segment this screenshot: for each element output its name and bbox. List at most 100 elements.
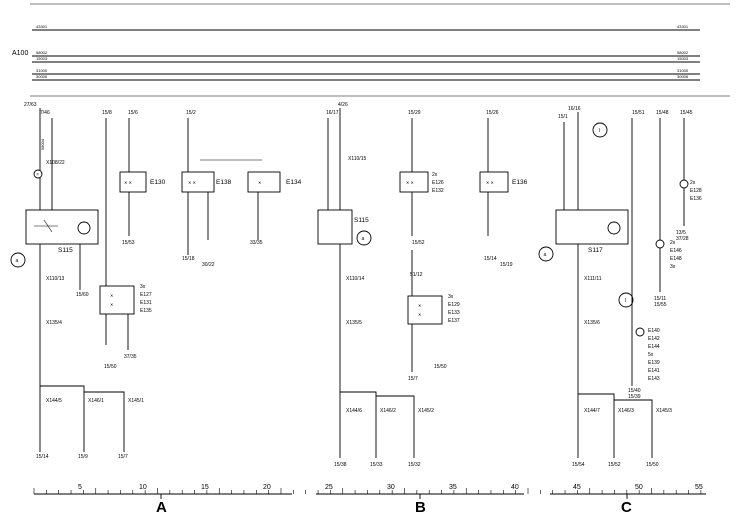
bus-label-right-3: 15003 xyxy=(677,56,689,61)
lamp-count: 2x xyxy=(690,180,696,186)
bottom-ref: 15/32 xyxy=(408,462,421,468)
branch-ref: 15/19 xyxy=(500,262,513,268)
bus-label-right-5: 30006 xyxy=(677,74,689,79)
top-ref: 15/26 xyxy=(486,110,499,116)
section-a-circuit: 27/63 7/46 15/8 15/6 15/2 58004 X108/22 … xyxy=(10,102,302,460)
scale-tick-label: 20 xyxy=(263,484,271,491)
lamp-symbol-icon: ✕ xyxy=(110,293,113,298)
branch-ref: 15/55 xyxy=(654,302,667,308)
lamp-label: E137 xyxy=(448,318,460,324)
scale-tick-label: 45 xyxy=(573,484,581,491)
lamp-label: E128 xyxy=(690,188,702,194)
branch-ref: 30/22 xyxy=(202,262,215,268)
connector-label: X135/6 xyxy=(584,320,600,326)
top-ref: 16/17 xyxy=(326,110,339,116)
lamp-e129-box xyxy=(407,295,443,325)
lamp-label: E146 xyxy=(670,248,682,254)
wire xyxy=(339,380,415,458)
switch-label: S115 xyxy=(58,247,73,254)
top-ref: 16/16 xyxy=(568,106,581,112)
connector-label: X144/5 xyxy=(46,398,62,404)
lamp-count: 3x xyxy=(448,294,454,300)
lamp-label: E148 xyxy=(670,256,682,262)
lamp-e136-box xyxy=(479,171,509,193)
lamp-label: E127 xyxy=(140,292,152,298)
bottom-ref: 15/38 xyxy=(334,462,347,468)
lamp-label: E134 xyxy=(286,179,302,186)
circle-letter: a xyxy=(544,252,547,258)
branch-ref: 15/60 xyxy=(76,292,89,298)
connector-label: X146/3 xyxy=(618,408,634,414)
lamp-symbol-icon: ✕ xyxy=(110,302,113,307)
wire-code: 58004 xyxy=(40,138,45,150)
bus-label-left-5: 30006 xyxy=(36,74,48,79)
lamp-symbol-icon: ✕ xyxy=(418,303,421,308)
lamp-count: 3x xyxy=(140,284,146,290)
circle-i-marker xyxy=(592,122,608,138)
connector-label: X135/5 xyxy=(346,320,362,326)
lamp-label: E136 xyxy=(512,179,528,186)
connector-label: X110/14 xyxy=(346,276,364,282)
connector-label: X135/4 xyxy=(46,320,62,326)
lamp-symbol-icon: ✕ ✕ xyxy=(188,180,196,185)
lamp-label: E139 xyxy=(648,360,660,366)
lamp-count: 2x xyxy=(670,240,676,246)
branch-ref: 37/35 xyxy=(124,354,137,360)
connector-label: X110/13 xyxy=(46,276,64,282)
bottom-ref: 15/9 xyxy=(78,454,88,460)
connector-label: X110/15 xyxy=(348,156,366,162)
bus-label-right-1: 43301 xyxy=(677,24,689,29)
bus-label-right-2: 58002 xyxy=(677,50,689,55)
top-ref: 4/26 xyxy=(338,102,348,108)
scale-tick-label: 15 xyxy=(201,484,209,491)
branch-ref: 15/39 xyxy=(628,394,641,400)
lamp-symbol-icon: ✕ xyxy=(418,312,421,317)
section-label-b: B xyxy=(415,499,426,516)
lamp-label: E132 xyxy=(432,188,444,194)
switch-lever xyxy=(43,219,53,233)
lamp-count: 2x xyxy=(432,172,438,178)
top-ref: 15/48 xyxy=(656,110,669,116)
circle-a-marker xyxy=(538,246,554,262)
connector-label: X145/1 xyxy=(128,398,144,404)
lamp-e134-box xyxy=(247,171,281,193)
lamp-symbol-icon xyxy=(679,179,689,189)
bus-label-left-4: 31000 xyxy=(36,68,48,73)
connector-label: X145/3 xyxy=(656,408,672,414)
bottom-ref: 15/33 xyxy=(370,462,383,468)
lamp-symbol-icon xyxy=(607,221,621,235)
lamp-label: E131 xyxy=(140,300,152,306)
lamp-symbol-icon xyxy=(77,221,91,235)
lamp-symbol-icon: ✕ ✕ xyxy=(124,180,132,185)
branch-ref: 15/18 xyxy=(182,256,195,262)
circle-a-marker xyxy=(10,252,26,268)
top-ref: 15/1 xyxy=(558,114,568,120)
scale-tick-label: 5 xyxy=(78,484,82,491)
circle-letter: a xyxy=(16,258,19,264)
branch-ref: 15/14 xyxy=(484,256,497,262)
lamp-symbol-icon: ✕ ✕ xyxy=(406,180,414,185)
connector-label: X144/6 xyxy=(346,408,362,414)
branch-ref: 15/11 xyxy=(654,296,666,302)
lamp-label: E144 xyxy=(648,344,660,350)
top-ref: 15/8 xyxy=(102,110,112,116)
scale-tick-label: 30 xyxy=(387,484,395,491)
bus-label-right-4: 31000 xyxy=(677,68,689,73)
branch-ref: 33/35 xyxy=(250,240,263,246)
a100-label: A100 xyxy=(12,50,28,57)
branch-ref: 15/50 xyxy=(434,364,447,370)
top-ref: 15/51 xyxy=(632,110,645,116)
lamp-label: E143 xyxy=(648,376,660,382)
lamp-label: E133 xyxy=(448,310,460,316)
section-label-c: C xyxy=(621,499,632,516)
branch-ref: 15/7 xyxy=(408,376,418,382)
lamp-label: E135 xyxy=(140,308,152,314)
lamp-symbol-icon: ✕ ✕ xyxy=(486,180,494,185)
top-ref: 15/6 xyxy=(128,110,138,116)
lamp-label: 5x xyxy=(648,352,654,358)
bottom-ref: 15/54 xyxy=(572,462,585,468)
branch-ref: 37/28 xyxy=(676,236,689,242)
top-ref: 15/29 xyxy=(408,110,421,116)
scale-tick-label: 25 xyxy=(325,484,333,491)
